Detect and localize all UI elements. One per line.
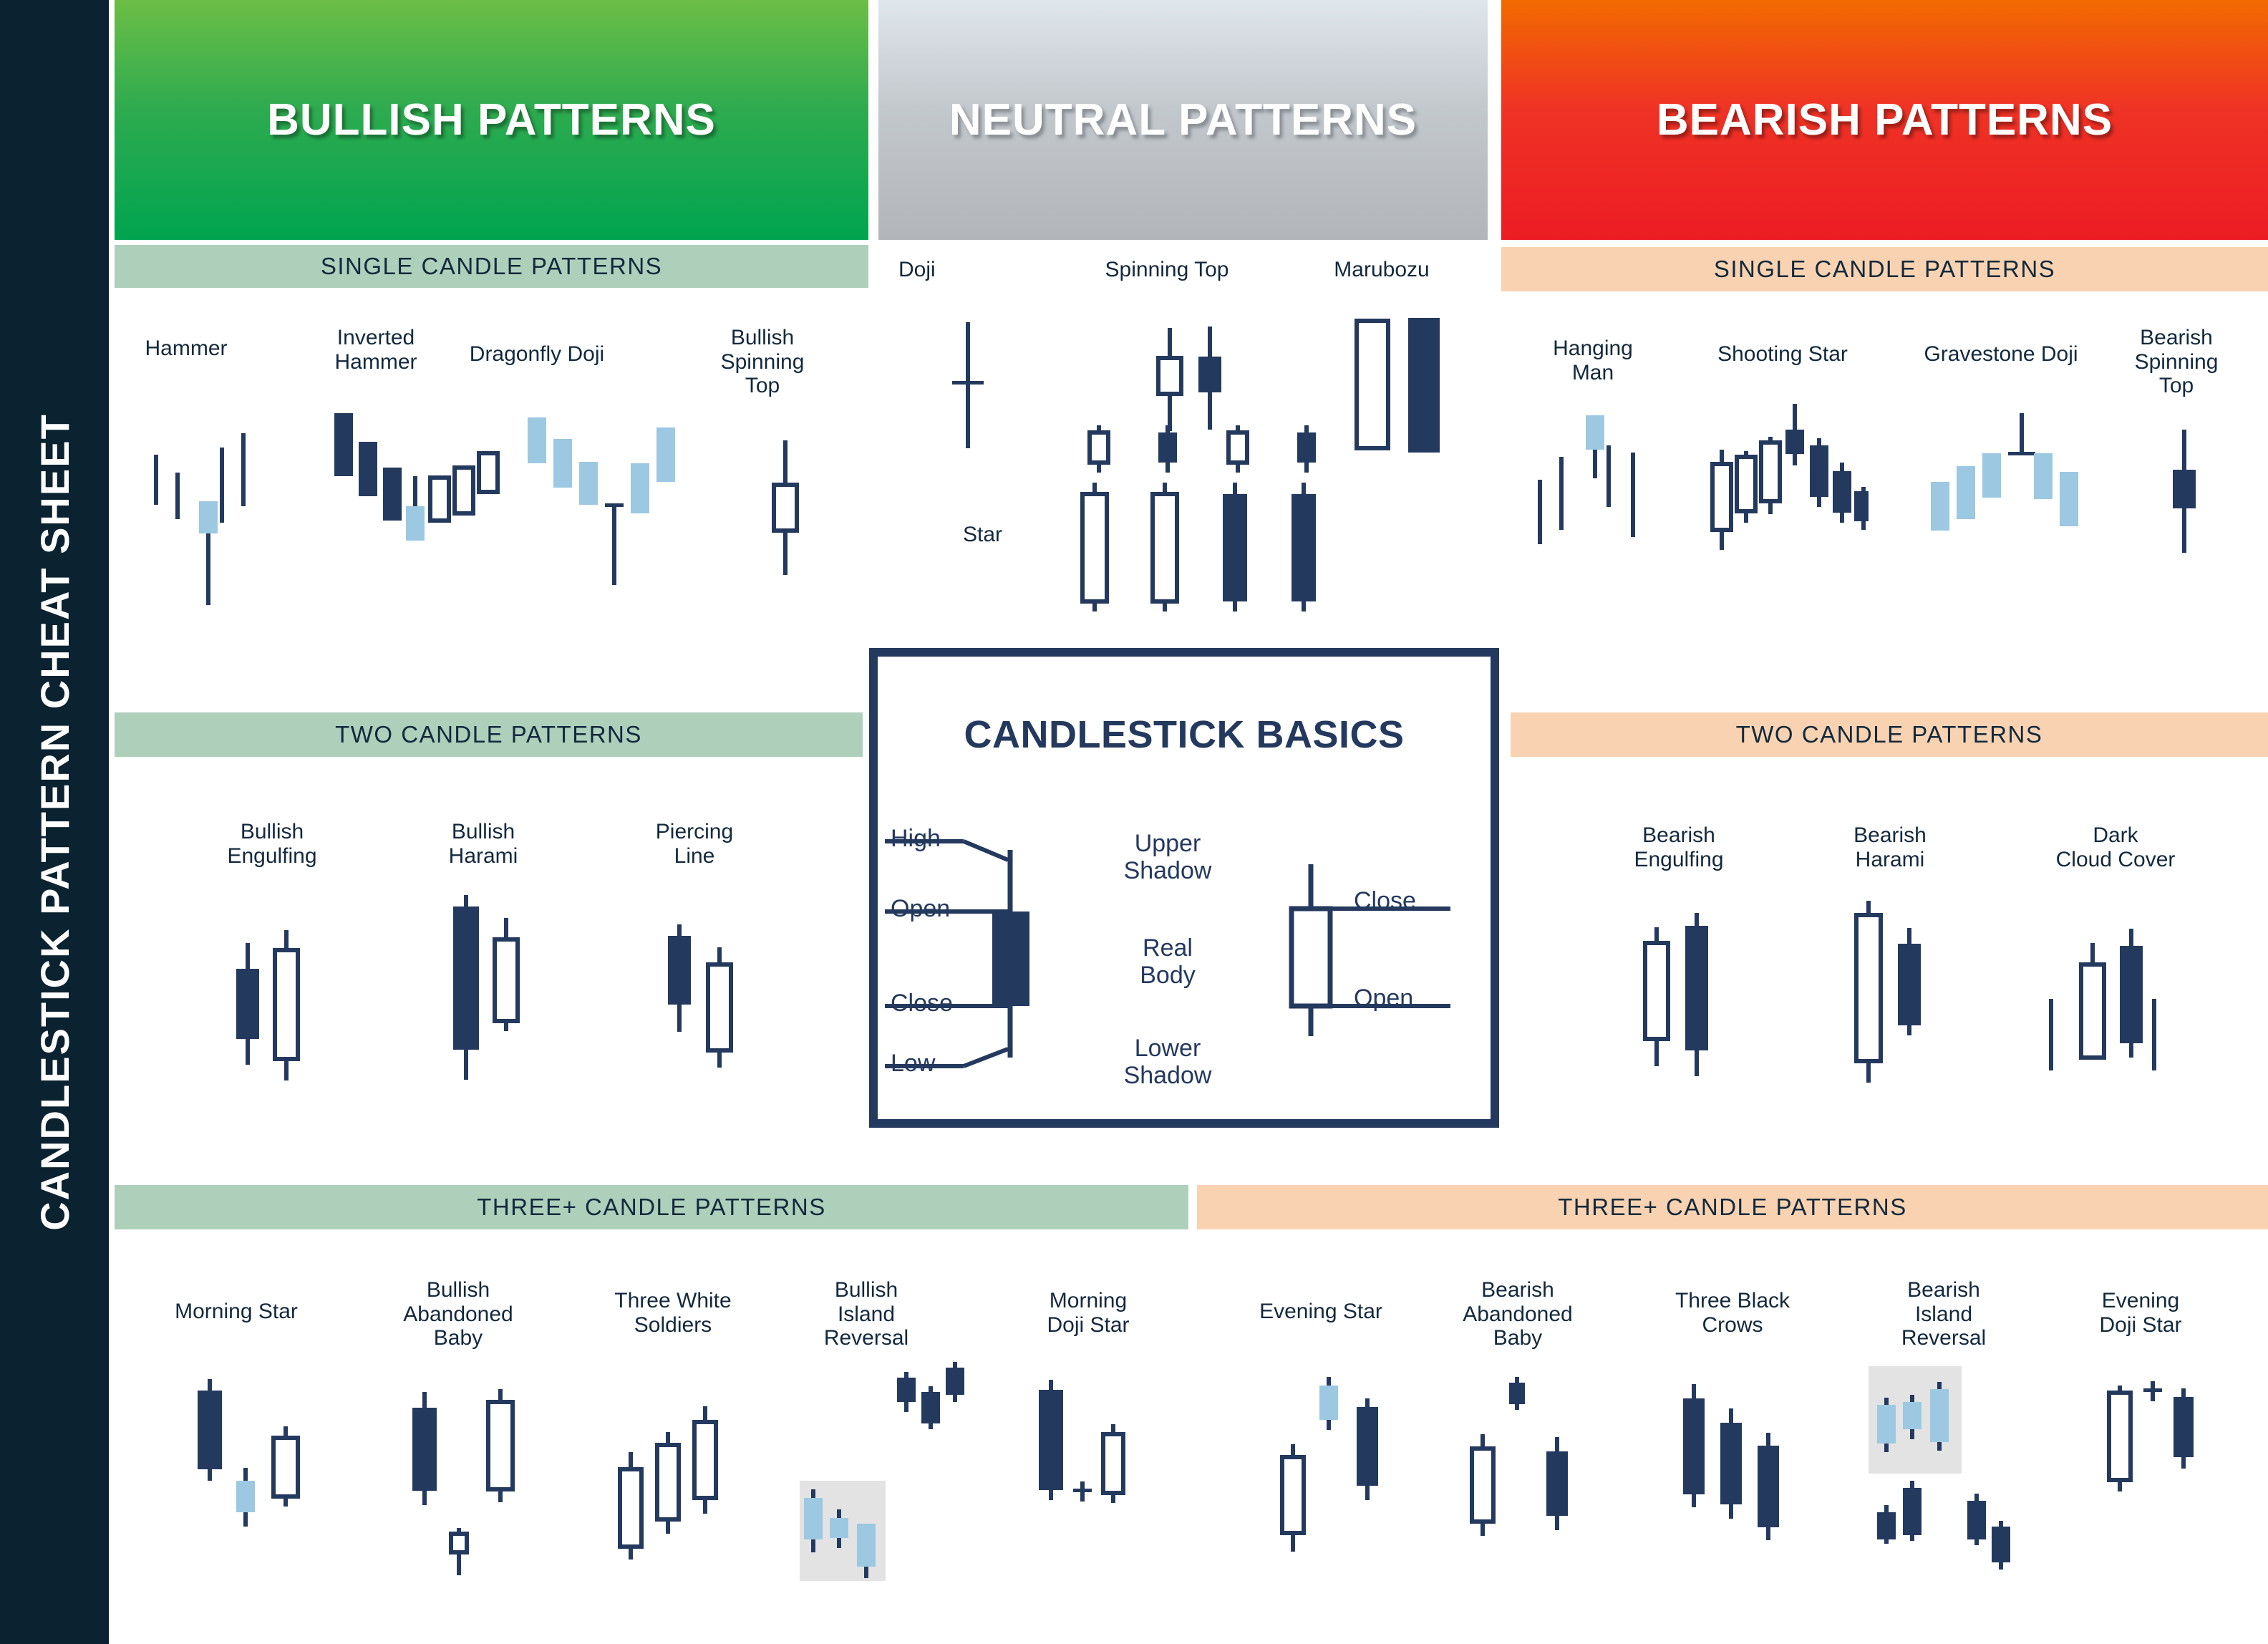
section-bar-label: TWO CANDLE PATTERNS [335, 721, 642, 748]
section-bar-label: SINGLE CANDLE PATTERNS [1713, 256, 2056, 282]
section-bar-bearish-two: TWO CANDLE PATTERNS [1511, 712, 2268, 757]
section-bar-label: TWO CANDLE PATTERNS [1735, 721, 2043, 748]
pattern-label-spinning-top: Spinning Top [1105, 258, 1229, 281]
chart-bullish-harami [433, 888, 526, 1099]
pattern-label-bullish-engulfing: Bullish Engulfing [227, 820, 317, 868]
chart-bullish-abandoned-baby [394, 1368, 523, 1607]
basics-label-close-right: Close [1354, 887, 1416, 914]
chart-evening-star [1264, 1364, 1392, 1575]
pattern-label-bearish-island-reversal: Bearish Island Reversal [1901, 1278, 1987, 1350]
chart-bearish-harami [1836, 888, 1929, 1099]
pattern-label-bearish-spinning-top: Bearish Spinning Top [2134, 326, 2219, 398]
section-bar-label: THREE+ CANDLE PATTERNS [1558, 1194, 1907, 1220]
page-title: CANDLESTICK PATTERN CHEAT SHEET [32, 413, 77, 1231]
chart-dark-cloud-cover [2037, 899, 2173, 1096]
chart-shooting-star [1697, 394, 1873, 612]
pattern-label-morning-doji-star: Morning Doji Star [1047, 1289, 1130, 1337]
basics-label-close: Close [891, 990, 953, 1017]
neutral-header-label: NEUTRAL PATTERNS [949, 95, 1418, 145]
neutral-column-header: NEUTRAL PATTERNS [878, 0, 1488, 240]
pattern-label-marubozu: Marubozu [1334, 258, 1430, 281]
section-bar-bullish-two: TWO CANDLE PATTERNS [115, 712, 863, 757]
basics-label-low: Low [891, 1050, 936, 1077]
chart-star [1052, 422, 1339, 627]
chart-bearish-island-reversal [1861, 1360, 2040, 1600]
bullish-column-header: BULLISH PATTERNS [115, 0, 868, 240]
section-bar-label: SINGLE CANDLE PATTERNS [320, 253, 663, 279]
section-bar-bearish-three: THREE+ CANDLE PATTERNS [1197, 1185, 2268, 1229]
pattern-label-bearish-engulfing: Bearish Engulfing [1634, 823, 1724, 871]
basics-label-lower-shadow: Lower Shadow [1123, 1035, 1212, 1090]
pattern-label-hanging-man: Hanging Man [1553, 337, 1633, 385]
chart-dragonfly-doji [512, 397, 691, 630]
pattern-label-shooting-star: Shooting Star [1717, 342, 1848, 366]
basics-label-open: Open [891, 895, 951, 922]
candlestick-basics-panel: CANDLESTICK BASICS High Open Close Low U… [869, 648, 1499, 1128]
chart-morning-doji-star [1020, 1364, 1128, 1554]
pattern-label-three-black-crows: Three Black Crows [1675, 1289, 1790, 1337]
left-rail: CANDLESTICK PATTERN CHEAT SHEET [0, 0, 109, 1644]
pattern-label-bearish-harami: Bearish Harami [1853, 823, 1927, 871]
pattern-label-bullish-abandoned-baby: Bullish Abandoned Baby [403, 1278, 513, 1350]
chart-spinning-top [1124, 315, 1253, 533]
chart-three-white-soldiers [601, 1375, 730, 1593]
basics-label-real-body: Real Body [1140, 934, 1196, 990]
chart-bearish-engulfing [1625, 899, 1718, 1096]
basics-title: CANDLESTICK BASICS [964, 713, 1405, 756]
chart-bullish-spinning-top [734, 405, 820, 623]
chart-doji [924, 308, 1002, 526]
pattern-label-three-white-soldiers: Three White Soldiers [614, 1289, 732, 1337]
chart-piercing-line [648, 899, 741, 1096]
chart-marubozu [1328, 308, 1450, 541]
pattern-label-hammer: Hammer [145, 337, 228, 360]
chart-hammer [143, 412, 294, 630]
section-bar-bearish-single: SINGLE CANDLE PATTERNS [1501, 247, 2268, 291]
bearish-header-label: BEARISH PATTERNS [1656, 95, 2113, 145]
pattern-label-piercing-line: Piercing Line [655, 820, 734, 868]
chart-gravestone-doji [1915, 397, 2094, 616]
chart-three-black-crows [1664, 1364, 1793, 1582]
pattern-label-gravestone-doji: Gravestone Doji [1924, 342, 2078, 366]
chart-morning-star [179, 1368, 308, 1557]
chart-bullish-island-reversal [791, 1360, 970, 1600]
chart-evening-doji-star [2090, 1364, 2205, 1554]
basics-label-upper-shadow: Upper Shadow [1123, 830, 1212, 885]
pattern-label-bearish-abandoned-baby: Bearish Abandoned Baby [1463, 1278, 1573, 1350]
pattern-label-dark-cloud-cover: Dark Cloud Cover [2055, 823, 2176, 871]
pattern-label-bullish-island-reversal: Bullish Island Reversal [823, 1278, 909, 1350]
basics-label-high: High [891, 825, 941, 852]
pattern-label-bullish-spinning-top: Bullish Spinning Top [720, 326, 805, 398]
pattern-label-evening-doji-star: Evening Doji Star [2099, 1289, 2182, 1337]
chart-bearish-abandoned-baby [1453, 1364, 1582, 1582]
pattern-label-dragonfly-doji: Dragonfly Doji [469, 342, 605, 366]
chart-inverted-hammer [319, 397, 512, 616]
pattern-label-morning-star: Morning Star [175, 1300, 298, 1323]
pattern-label-inverted-hammer: Inverted Hammer [334, 326, 417, 374]
pattern-label-evening-star: Evening Star [1259, 1300, 1382, 1323]
chart-hanging-man [1528, 401, 1657, 619]
bullish-header-label: BULLISH PATTERNS [267, 95, 716, 145]
pattern-label-doji: Doji [898, 258, 936, 281]
pattern-label-bullish-harami: Bullish Harami [448, 820, 518, 868]
basics-label-open-right: Open [1354, 985, 1414, 1012]
chart-bearish-spinning-top [2137, 401, 2216, 619]
section-bar-label: THREE+ CANDLE PATTERNS [477, 1194, 826, 1220]
basics-diagram [885, 839, 1450, 1068]
section-bar-bullish-single: SINGLE CANDLE PATTERNS [115, 245, 868, 288]
bearish-column-header: BEARISH PATTERNS [1501, 0, 2268, 240]
pattern-label-star: Star [963, 523, 1003, 546]
chart-bullish-engulfing [215, 906, 308, 1096]
section-bar-bullish-three: THREE+ CANDLE PATTERNS [115, 1185, 1188, 1229]
